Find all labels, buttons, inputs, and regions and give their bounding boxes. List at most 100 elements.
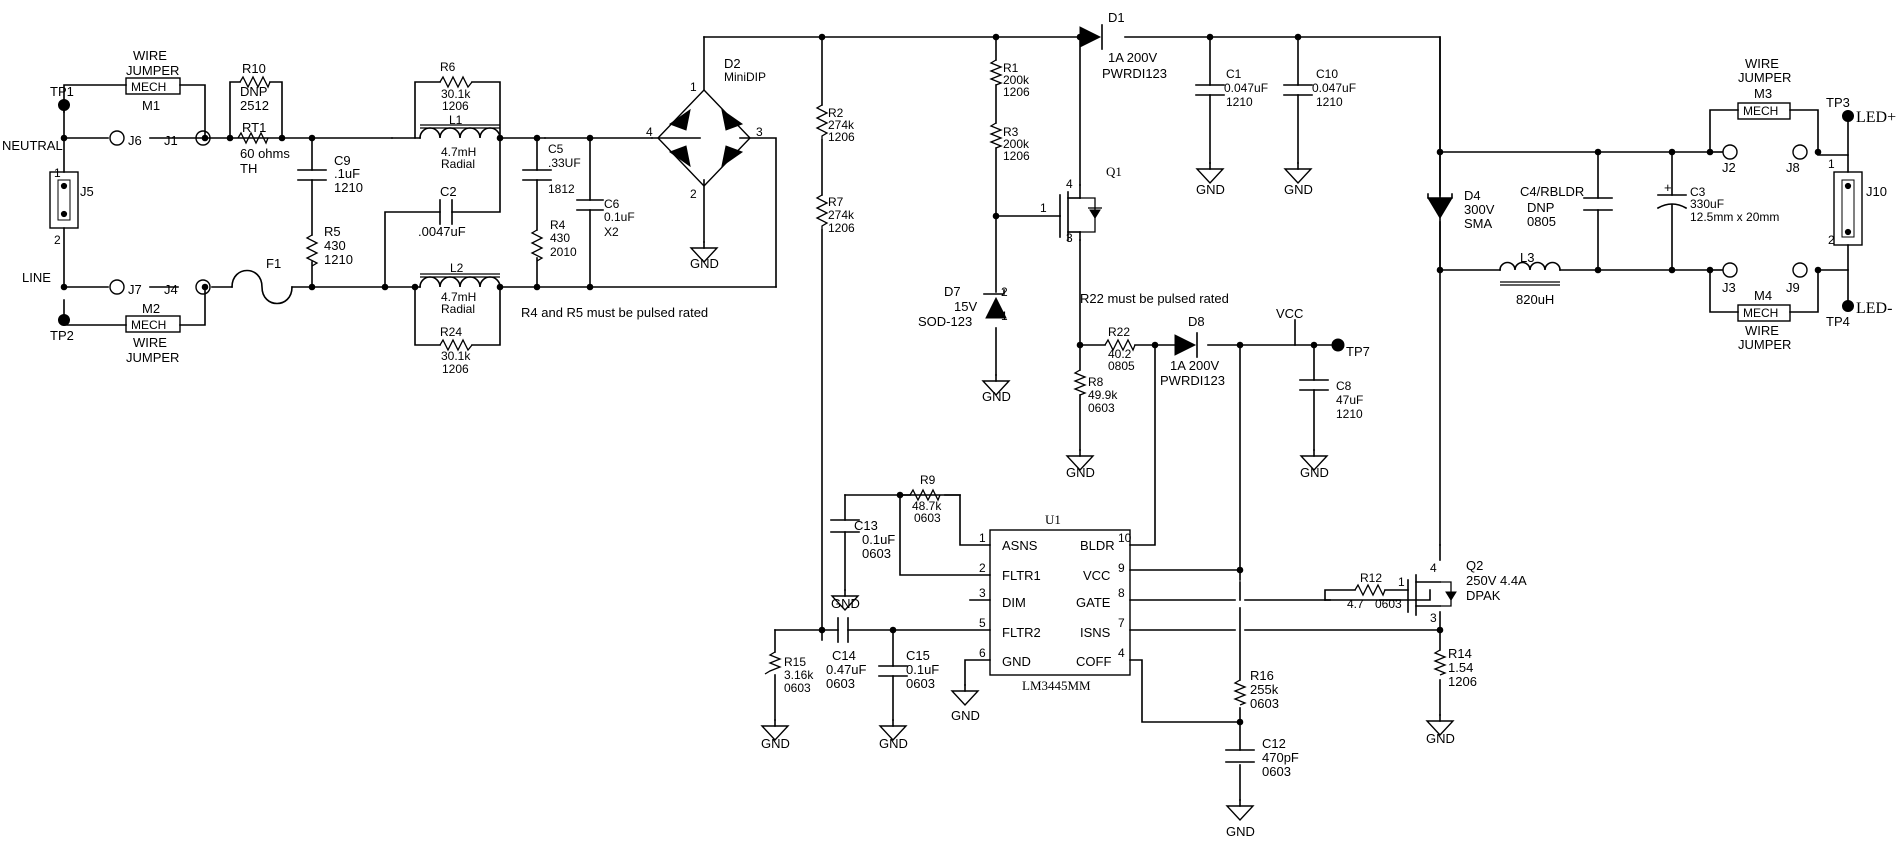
c10-package: 1210 xyxy=(1316,95,1343,109)
l2-value: 4.7mH xyxy=(441,290,476,304)
r3-value: 200k xyxy=(1003,137,1030,151)
l1-value: 4.7mH xyxy=(441,145,476,159)
r14-value: 1.54 xyxy=(1448,660,1473,675)
c10-ref: C10 xyxy=(1316,67,1338,81)
d2-pin2: 2 xyxy=(690,187,697,201)
u1-right-pin-name: VCC xyxy=(1083,568,1110,583)
l2-package: Radial xyxy=(441,302,475,316)
j1-label: J1 xyxy=(164,133,178,148)
q2-pin4: 4 xyxy=(1430,561,1437,575)
wires xyxy=(63,36,1849,801)
r15-ref: R15 xyxy=(784,655,806,669)
inductors xyxy=(419,124,1561,288)
c1-package: 1210 xyxy=(1226,95,1253,109)
r8-ref: R8 xyxy=(1088,375,1104,389)
r12-ref: R12 xyxy=(1360,571,1382,585)
d7-value: 15V xyxy=(954,299,977,314)
r14-package: 1206 xyxy=(1448,674,1477,689)
j5-pin1-label: 1 xyxy=(54,166,61,180)
u1-left-pin-name: FLTR1 xyxy=(1002,568,1041,583)
rt1-value: 60 ohms xyxy=(240,146,290,161)
u1-left-pin-name: ASNS xyxy=(1002,538,1038,553)
j4-label: J4 xyxy=(164,282,178,297)
m2-mech-label: MECH xyxy=(131,318,166,332)
r3-ref: R3 xyxy=(1003,125,1019,139)
u1-right-pin-name: COFF xyxy=(1076,654,1111,669)
c2-value: .0047uF xyxy=(418,224,466,239)
m2-label: M2 xyxy=(142,301,160,316)
u1-left-pin-num: 1 xyxy=(979,531,986,545)
c13-value: 0.1uF xyxy=(862,532,895,547)
c6-ref: C6 xyxy=(604,197,620,211)
j10-pin1: 1 xyxy=(1828,157,1835,171)
u1-right-pin-num: 10 xyxy=(1118,531,1132,545)
c10-value: 0.047uF xyxy=(1312,81,1356,95)
r6-ref: R6 xyxy=(440,60,456,74)
q1-pin3: 3 xyxy=(1066,231,1073,245)
tp3-dot xyxy=(1842,110,1854,122)
r4-ref: R4 xyxy=(550,218,566,232)
m1-mech-label: MECH xyxy=(131,80,166,94)
tp3-label: TP3 xyxy=(1826,95,1850,110)
c3-package: 12.5mm x 20mm xyxy=(1690,210,1779,224)
d8-package: PWRDI123 xyxy=(1160,373,1225,388)
c2-ref: C2 xyxy=(440,184,457,199)
c9-package: 1210 xyxy=(334,180,363,195)
r10-ref: R10 xyxy=(242,61,266,76)
tp7-label: TP7 xyxy=(1346,344,1370,359)
m4-label: M4 xyxy=(1754,288,1772,303)
m4-mech-label: MECH xyxy=(1743,306,1778,320)
j6-label: J6 xyxy=(128,133,142,148)
r9-ref: R9 xyxy=(920,473,936,487)
gnd-r14-label: GND xyxy=(1426,731,1455,746)
r2-package: 1206 xyxy=(828,130,855,144)
r15-package: 0603 xyxy=(784,681,811,695)
u1-right-pin-num: 9 xyxy=(1118,561,1125,575)
d7-pin2: 2 xyxy=(1001,285,1008,299)
gnd-c12-label: GND xyxy=(1226,824,1255,839)
r5-ref: R5 xyxy=(324,224,341,239)
c5-ref: C5 xyxy=(548,142,564,156)
r5-package: 1210 xyxy=(324,252,353,267)
j10-label: J10 xyxy=(1866,184,1887,199)
vcc-label: VCC xyxy=(1276,306,1303,321)
c9-value: .1uF xyxy=(334,166,360,181)
u1-right-pin-name: ISNS xyxy=(1080,625,1111,640)
d7-ref: D7 xyxy=(944,284,961,299)
f1-ref: F1 xyxy=(266,256,281,271)
d2-package: MiniDIP xyxy=(724,70,766,84)
j7-label: J7 xyxy=(128,282,142,297)
d4-package: SMA xyxy=(1464,216,1493,231)
m3-wire-label: WIRE xyxy=(1745,56,1779,71)
m1-wire-label: WIRE xyxy=(133,48,167,63)
capacitors xyxy=(297,84,1688,763)
c4-value: DNP xyxy=(1527,200,1554,215)
c3-ref: C3 xyxy=(1690,185,1706,199)
u1-right-pin-name: BLDR xyxy=(1080,538,1115,553)
c4-package: 0805 xyxy=(1527,214,1556,229)
u1-left-pin-name: GND xyxy=(1002,654,1031,669)
r8-package: 0603 xyxy=(1088,401,1115,415)
c13-package: 0603 xyxy=(862,546,891,561)
u1-right-pin-name: GATE xyxy=(1076,595,1111,610)
c8-value: 47uF xyxy=(1336,393,1363,407)
gnd-r15-label: GND xyxy=(761,736,790,751)
gnd-u1-label: GND xyxy=(951,708,980,723)
d2-ref: D2 xyxy=(724,56,741,71)
r16-package: 0603 xyxy=(1250,696,1279,711)
c14-package: 0603 xyxy=(826,676,855,691)
test-points xyxy=(58,99,1854,352)
c13-ref: C13 xyxy=(854,518,878,533)
u1-right-pins: BLDR VCC GATE ISNS COFF 10 9 8 7 4 xyxy=(1076,531,1132,669)
fuse-f1 xyxy=(231,269,293,305)
r4-value: 430 xyxy=(550,231,570,245)
q1-pin4: 4 xyxy=(1066,177,1073,191)
c5-value: .33UF xyxy=(548,156,581,170)
neutral-label: NEUTRAL xyxy=(2,138,63,153)
u1-chip-box xyxy=(989,529,1131,676)
bridge-rectifier-d2 xyxy=(657,88,751,188)
r3-package: 1206 xyxy=(1003,149,1030,163)
d1-package: PWRDI123 xyxy=(1102,66,1167,81)
c15-value: 0.1uF xyxy=(906,662,939,677)
c12-value: 470pF xyxy=(1262,750,1299,765)
